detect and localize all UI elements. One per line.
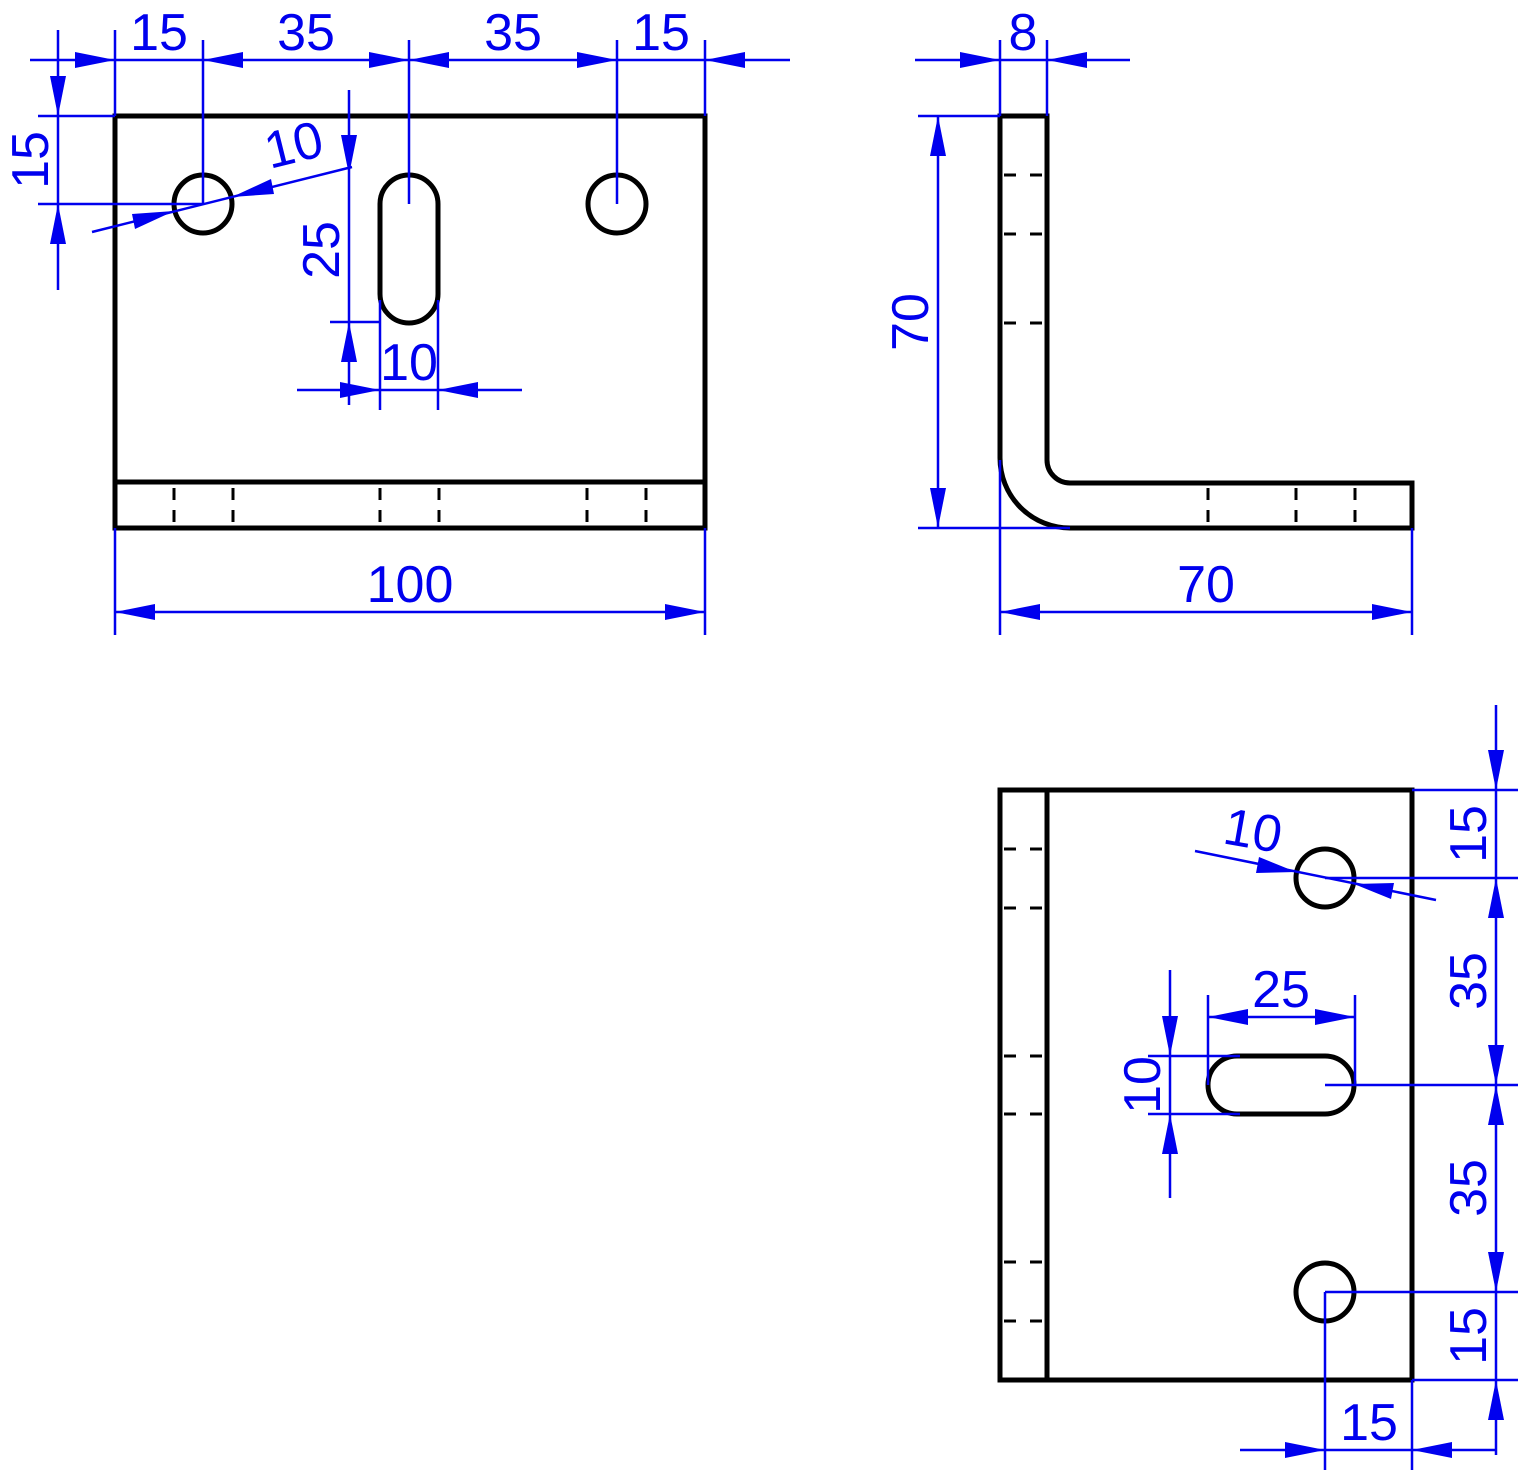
dim-top-35-lower: 35	[1440, 1159, 1498, 1217]
front-view-hidden-ticks	[172, 488, 648, 522]
side-view-dimension-lines	[915, 40, 1414, 635]
dim-top-hole-diameter: 10	[1219, 798, 1286, 865]
top-view-arrowheads	[1162, 750, 1504, 1458]
dim-front-slot-width: 10	[380, 334, 438, 392]
side-view: 8 70 70	[882, 4, 1415, 635]
dim-front-slot-length: 25	[293, 221, 351, 279]
dim-top-35-upper: 35	[1440, 952, 1498, 1010]
dim-side-thickness: 8	[1009, 4, 1038, 62]
dim-top-15-horizontal: 15	[1340, 1394, 1398, 1452]
dim-top-slot-width: 10	[1114, 1056, 1172, 1114]
top-view-dimension-text: 10 25 10 15 35 35 15 15	[1114, 798, 1498, 1452]
dim-side-depth: 70	[1177, 556, 1235, 614]
dim-front-15-left: 15	[130, 4, 188, 62]
dim-front-hole-diameter: 10	[259, 110, 329, 180]
dim-top-15-upper: 15	[1440, 805, 1498, 863]
dim-top-slot-length: 25	[1252, 961, 1310, 1019]
dim-side-height: 70	[882, 293, 940, 351]
side-view-arrowheads	[930, 52, 1412, 620]
dim-front-35-left: 35	[277, 4, 335, 62]
dim-top-15-lower: 15	[1440, 1307, 1498, 1365]
side-view-angle-profile	[997, 113, 1415, 531]
front-view-arrowheads	[50, 52, 745, 620]
dim-front-overall-width: 100	[367, 556, 454, 614]
front-view: 15 35 35 15 15 10 25 10 100	[2, 4, 790, 635]
top-view: 10 25 10 15 35 35 15 15	[997, 705, 1518, 1470]
front-view-dimension-lines	[30, 30, 790, 635]
front-view-dimension-text: 15 35 35 15 15 10 25 10 100	[2, 4, 690, 614]
dim-front-15-vertical: 15	[2, 131, 60, 189]
dim-front-15-right: 15	[632, 4, 690, 62]
top-view-hidden-ticks	[1004, 847, 1042, 1323]
side-view-hidden-ticks	[1004, 173, 1357, 522]
side-view-dimension-text: 8 70 70	[882, 4, 1235, 614]
dim-front-35-right: 35	[484, 4, 542, 62]
